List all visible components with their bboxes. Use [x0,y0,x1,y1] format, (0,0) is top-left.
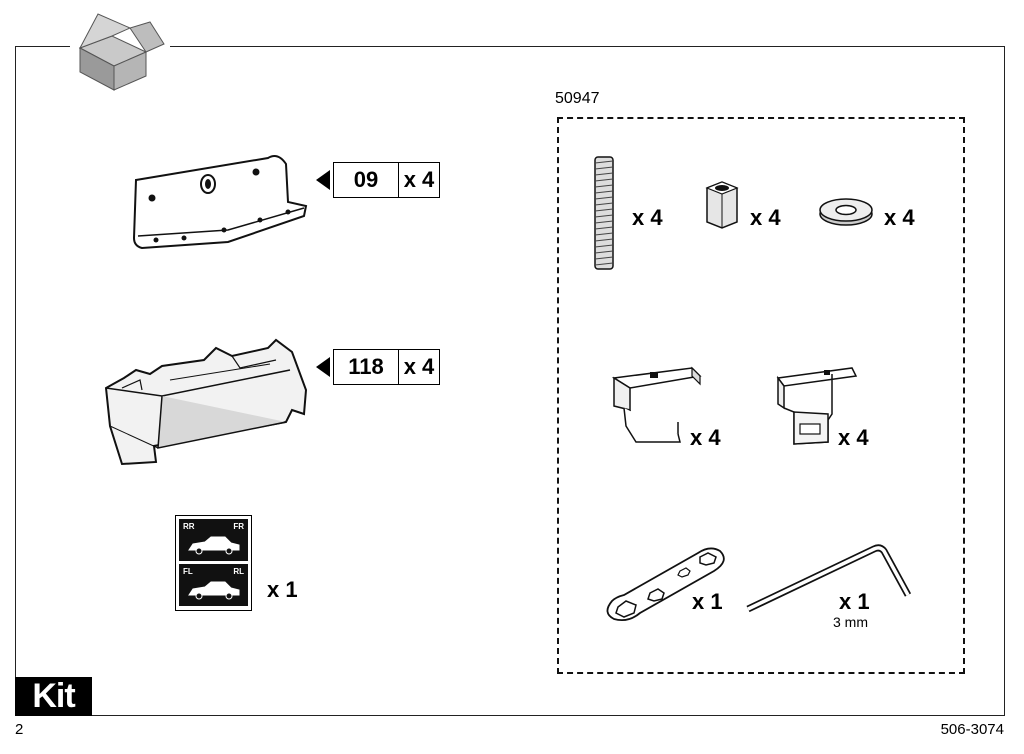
hook-bracket-qty: x 4 [690,425,721,450]
foot-pad-icon [104,338,308,466]
hex-nut-icon [705,181,739,229]
part-tag-09: 09 x 4 [333,162,440,198]
sticker-label-rr: RR [183,522,195,531]
part-qty: x 4 [403,167,435,192]
rod-qty: x 4 [632,205,663,230]
threaded-rod-icon [594,156,614,270]
position-sticker-icon: RR FR FL RL [175,515,252,611]
pointer-arrow-icon [316,170,330,190]
mounting-bracket-icon [132,155,308,250]
sticker-bottom: FL RL [179,564,248,606]
wrench-qty: x 1 [692,589,723,614]
sticker-label-rl: RL [233,567,244,576]
car-icon [188,581,240,600]
kit-label: Kit [15,677,92,716]
kit-contents-box [557,117,965,674]
document-number: 506-3074 [940,721,1004,738]
part-tag-118: 118 x 4 [333,349,440,385]
part-code: 09 [334,163,399,197]
allen-key-qty: x 1 [839,589,870,614]
part-qty: x 4 [403,354,435,379]
sticker-qty: x 1 [267,577,298,602]
sticker-label-fl: FL [183,567,193,576]
allen-key-icon [746,544,912,613]
clamp-bracket-qty: x 4 [838,425,869,450]
wrench-icon [606,547,725,622]
hook-bracket-icon [611,366,702,443]
part-code: 118 [334,350,399,384]
page-frame [15,46,1005,716]
washer-qty: x 4 [884,205,915,230]
sticker-label-fr: FR [233,522,244,531]
nut-qty: x 4 [750,205,781,230]
page-number: 2 [15,721,24,738]
car-icon [188,536,240,555]
sticker-top: RR FR [179,519,248,561]
open-box-icon [78,13,165,91]
kit-number: 50947 [555,90,600,107]
pointer-arrow-icon [316,357,330,377]
clamp-bracket-icon [776,367,858,445]
allen-key-size: 3 mm [833,614,868,630]
washer-icon [819,198,873,226]
